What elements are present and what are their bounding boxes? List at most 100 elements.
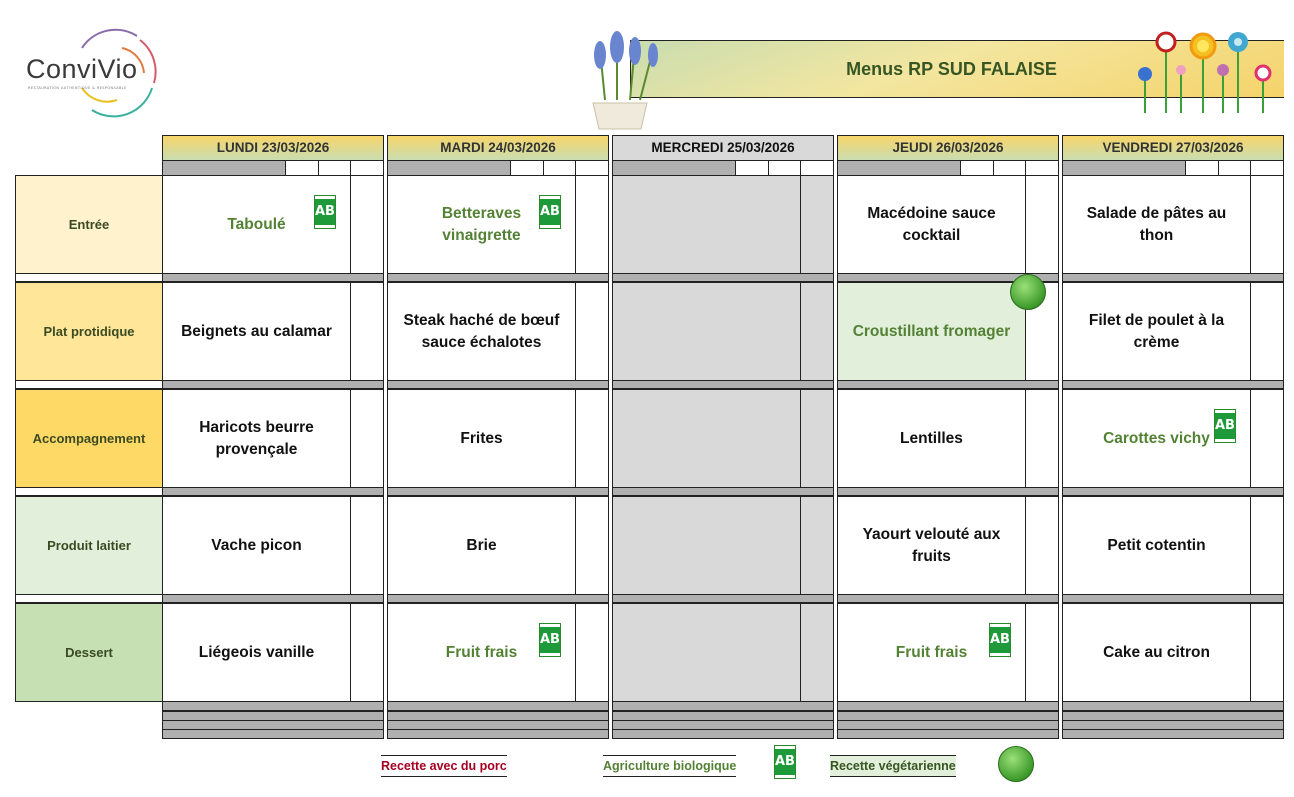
menu-side-cell xyxy=(1250,603,1284,702)
subheader-bar xyxy=(612,160,736,176)
menu-item[interactable]: Macédoine sauce cocktail xyxy=(837,175,1026,274)
vegetarian-icon xyxy=(998,746,1034,782)
menu-side-cell xyxy=(1025,389,1059,488)
subheader-cell xyxy=(993,160,1027,176)
subheader-cell xyxy=(800,160,834,176)
row-separator xyxy=(387,594,609,603)
menu-item[interactable] xyxy=(612,496,801,595)
flowers-icon xyxy=(1138,31,1272,113)
row-separator xyxy=(612,701,834,711)
row-label-4: Dessert xyxy=(15,603,163,702)
footer-bar xyxy=(387,729,609,739)
row-separator xyxy=(387,487,609,496)
menu-item[interactable]: Cake au citron xyxy=(1062,603,1251,702)
menu-side-cell xyxy=(350,496,384,595)
organic-ab-icon: AB xyxy=(989,623,1011,657)
row-separator xyxy=(1062,273,1284,282)
menu-side-cell xyxy=(350,603,384,702)
page-title: Menus RP SUD FALAISE xyxy=(846,58,1057,79)
menu-item[interactable]: Haricots beurre provençale xyxy=(162,389,351,488)
menu-side-cell xyxy=(350,175,384,274)
hyacinth-pot-icon xyxy=(592,31,658,130)
menu-item[interactable] xyxy=(612,282,801,381)
menu-side-cell xyxy=(575,496,609,595)
menu-item[interactable]: Frites xyxy=(387,389,576,488)
day-header-2: MERCREDI 25/03/2026 xyxy=(612,135,834,161)
subheader-cell xyxy=(768,160,802,176)
menu-side-cell xyxy=(1025,496,1059,595)
subheader-cell xyxy=(735,160,769,176)
row-spacer xyxy=(15,594,163,603)
organic-ab-icon: AB xyxy=(539,195,561,229)
menu-side-cell xyxy=(800,603,834,702)
menu-item[interactable]: Filet de poulet à la crème xyxy=(1062,282,1251,381)
convivio-logo: ConviVio RESTAURATION AUTHENTIQUE & RESP… xyxy=(22,28,162,118)
legend-pork: Recette avec du porc xyxy=(381,755,507,777)
menu-item[interactable] xyxy=(612,389,801,488)
row-separator xyxy=(837,701,1059,711)
row-separator xyxy=(162,273,384,282)
menu-item[interactable]: Petit cotentin xyxy=(1062,496,1251,595)
menu-side-cell xyxy=(575,389,609,488)
row-separator xyxy=(612,380,834,389)
menu-item[interactable]: Croustillant fromager xyxy=(837,282,1026,381)
day-header-1: MARDI 24/03/2026 xyxy=(387,135,609,161)
subheader-bar xyxy=(162,160,286,176)
menu-item[interactable]: Steak haché de bœuf sauce échalotes xyxy=(387,282,576,381)
legend-bio: Agriculture biologique xyxy=(603,755,737,777)
menu-item[interactable]: Yaourt velouté aux fruits xyxy=(837,496,1026,595)
row-separator xyxy=(612,487,834,496)
organic-ab-icon: AB xyxy=(539,623,561,657)
row-separator xyxy=(837,380,1059,389)
menu-item[interactable]: Liégeois vanille xyxy=(162,603,351,702)
vegetarian-icon xyxy=(1010,274,1046,310)
menu-side-cell xyxy=(350,282,384,381)
row-separator xyxy=(387,701,609,711)
menu-side-cell xyxy=(350,389,384,488)
row-separator xyxy=(1062,701,1284,711)
day-header-3: JEUDI 26/03/2026 xyxy=(837,135,1059,161)
legend-veg: Recette végétarienne xyxy=(830,755,956,777)
row-separator xyxy=(162,701,384,711)
menu-item[interactable]: Salade de pâtes au thon xyxy=(1062,175,1251,274)
menu-side-cell xyxy=(575,603,609,702)
subheader-cell xyxy=(285,160,319,176)
footer-bar xyxy=(162,729,384,739)
menu-item[interactable]: Brie xyxy=(387,496,576,595)
row-separator xyxy=(387,380,609,389)
menu-side-cell xyxy=(800,389,834,488)
menu-item[interactable] xyxy=(612,175,801,274)
row-spacer xyxy=(15,380,163,389)
row-separator xyxy=(837,273,1059,282)
footer-bar xyxy=(612,729,834,739)
row-separator xyxy=(1062,594,1284,603)
subheader-cell xyxy=(575,160,609,176)
menu-item[interactable]: Vache picon xyxy=(162,496,351,595)
row-label-0: Entrée xyxy=(15,175,163,274)
subheader-bar xyxy=(837,160,961,176)
row-spacer xyxy=(15,273,163,282)
logo-name: ConviVio xyxy=(26,54,138,84)
row-label-1: Plat protidique xyxy=(15,282,163,381)
row-separator xyxy=(1062,487,1284,496)
subheader-cell xyxy=(510,160,544,176)
menu-side-cell xyxy=(800,496,834,595)
organic-ab-icon: AB xyxy=(774,745,796,779)
menu-item[interactable] xyxy=(612,603,801,702)
subheader-cell xyxy=(1185,160,1219,176)
row-label-2: Accompagnement xyxy=(15,389,163,488)
subheader-cell xyxy=(1025,160,1059,176)
footer-bar xyxy=(1062,729,1284,739)
menu-item[interactable]: Lentilles xyxy=(837,389,1026,488)
menu-item[interactable]: Beignets au calamar xyxy=(162,282,351,381)
menu-side-cell xyxy=(1250,389,1284,488)
organic-ab-icon: AB xyxy=(314,195,336,229)
row-separator xyxy=(612,273,834,282)
subheader-bar xyxy=(1062,160,1186,176)
title-banner: Menus RP SUD FALAISE xyxy=(630,40,1284,98)
row-label-3: Produit laitier xyxy=(15,496,163,595)
subheader-cell xyxy=(960,160,994,176)
menu-side-cell xyxy=(575,175,609,274)
subheader-cell xyxy=(543,160,577,176)
menu-side-cell xyxy=(1250,175,1284,274)
